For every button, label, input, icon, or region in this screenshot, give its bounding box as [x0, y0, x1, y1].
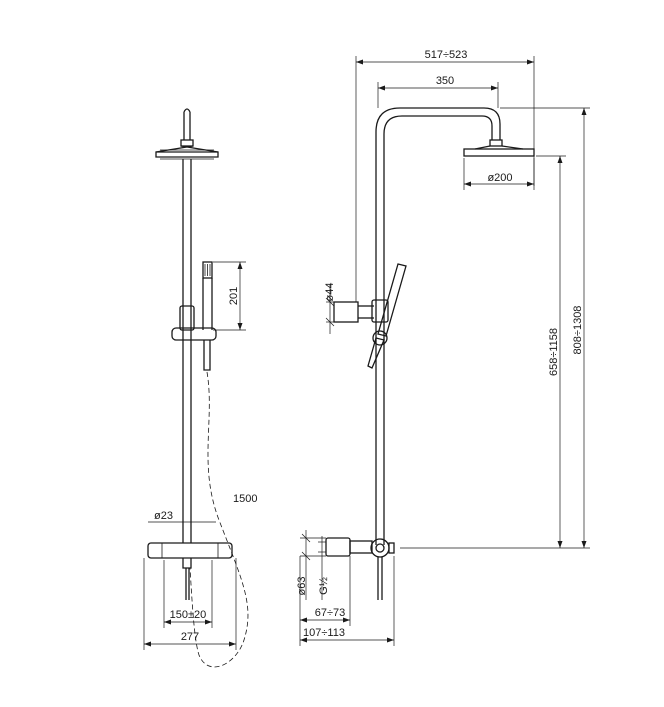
hose	[189, 371, 249, 668]
thermostatic-mixer	[147, 542, 233, 559]
slider-holder	[171, 327, 217, 341]
side-shower-head	[463, 148, 535, 157]
hand-shower-head	[202, 261, 213, 279]
dim-label-277: 277	[181, 631, 199, 643]
dim-label-1500: 1500	[233, 493, 257, 505]
side-view: 517÷523 350 ø200 ø44 658÷1158 808÷1308	[296, 49, 590, 646]
side-mixer-neck	[349, 540, 373, 554]
dim-label-g12: G½	[318, 577, 330, 595]
side-mixer-knob	[370, 538, 390, 558]
slider	[179, 305, 195, 331]
side-mixer-cap	[388, 542, 395, 554]
side-hand-shower	[377, 263, 407, 337]
dim-label-658: 658÷1158	[548, 328, 560, 376]
dim-label-350: 350	[436, 75, 454, 87]
dim-label-63: ø63	[296, 577, 308, 596]
side-wall-bracket	[333, 301, 359, 323]
dim-label-150: 150±20	[170, 609, 207, 621]
side-slider-knob	[372, 330, 388, 346]
side-slider	[371, 299, 389, 323]
dim-label-200: ø200	[487, 172, 512, 184]
dim-label-517: 517÷523	[425, 49, 468, 61]
side-mixer-body	[325, 537, 351, 557]
side-hand-shower-handle	[367, 337, 385, 369]
shower-head	[155, 151, 219, 158]
hose-connector	[203, 340, 211, 371]
dim-label-67: 67÷73	[315, 607, 346, 619]
dim-label-107: 107÷113	[303, 627, 345, 639]
dim-label-808: 808÷1308	[572, 306, 584, 355]
mixer-outlet	[182, 558, 192, 569]
front-view: 201 1500 ø23 150±20 277	[143, 108, 257, 668]
column-and-arm-inner	[383, 115, 493, 545]
dim-label-23: ø23	[154, 510, 173, 522]
dim-label-44: ø44	[324, 283, 336, 302]
shower-head-stem	[183, 108, 191, 140]
shower-head-joint	[180, 139, 194, 147]
side-shower-head-joint	[489, 139, 503, 147]
column-and-arm-outer	[375, 107, 501, 545]
hand-shower-handle	[202, 278, 213, 330]
dim-label-201: 201	[228, 287, 240, 305]
